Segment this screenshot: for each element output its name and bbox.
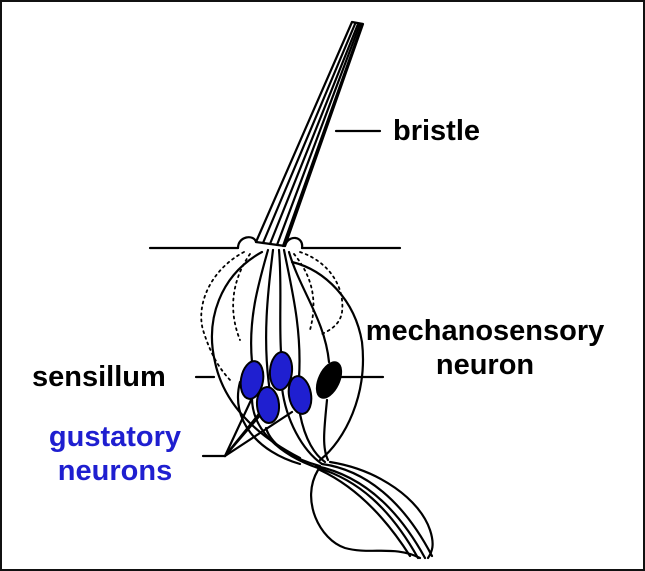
bristle-label: bristle	[393, 114, 480, 148]
mechanosensory-label-line1: mechanosensory	[340, 314, 630, 348]
gustatory-neuron-3	[255, 386, 280, 424]
gustatory-neurons-label: gustatory neurons	[30, 420, 200, 488]
mechanosensory-neuron-label: mechanosensory neuron	[340, 314, 630, 382]
gustatory-label-line2: neurons	[30, 454, 200, 488]
mechanosensory-label-line2: neuron	[340, 348, 630, 382]
bristle-shaft	[256, 22, 363, 246]
gustatory-label-line1: gustatory	[30, 420, 200, 454]
gustatory-neuron-4	[286, 374, 314, 415]
sensillum-label: sensillum	[32, 360, 166, 394]
nerve-bundle	[311, 462, 433, 558]
